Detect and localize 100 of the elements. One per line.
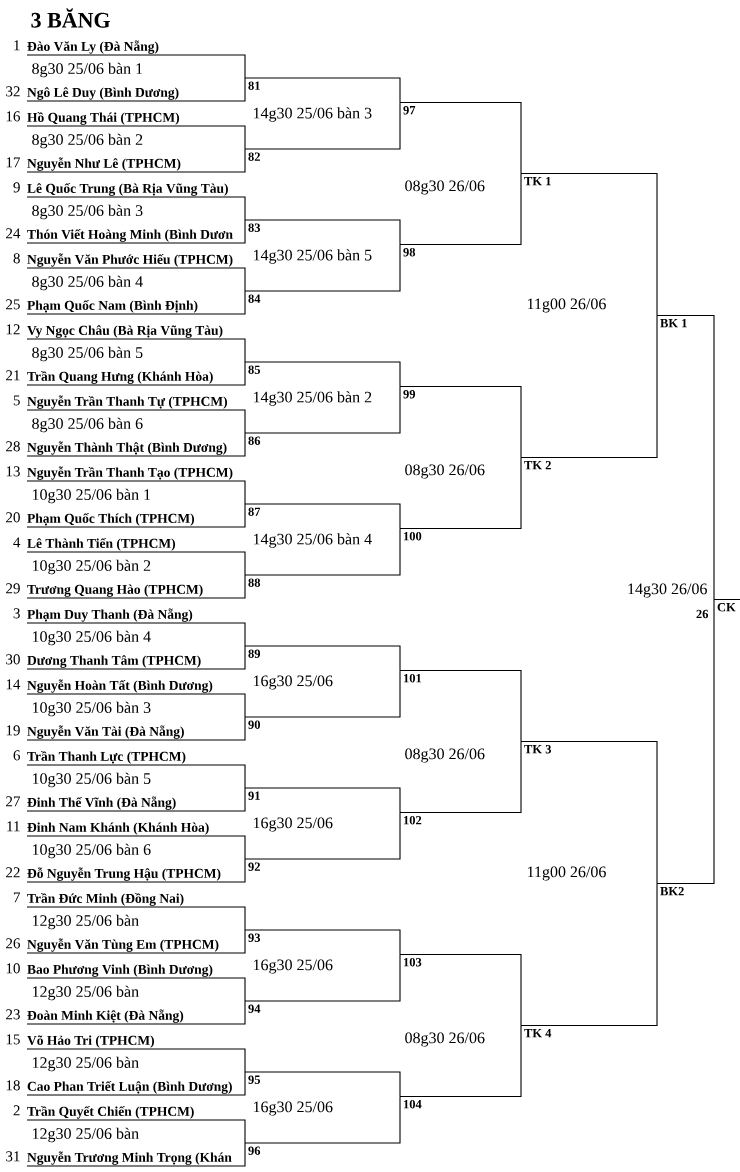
bracket-line — [399, 740, 522, 814]
match-schedule: 08g30 26/06 — [405, 180, 485, 195]
seed-number: 10 — [6, 963, 20, 974]
title: 3 BĂNG — [31, 8, 110, 28]
bracket-line — [26, 77, 246, 102]
match-schedule: 11g00 26/06 — [527, 866, 606, 881]
bracket-line — [656, 598, 715, 885]
bracket-line — [26, 1142, 246, 1167]
match-schedule: 14g30 25/06 bàn 3 — [253, 107, 372, 122]
bracket-line — [244, 669, 401, 718]
player-name: Võ Hảo Tri (TPHCM) — [27, 1035, 154, 1048]
bracket-line — [26, 148, 246, 173]
player-name: Lê Quốc Trung (Bà Rịa Vũng Tàu) — [27, 183, 228, 196]
match-number: 88 — [248, 578, 261, 587]
seed-number: 1 — [14, 40, 20, 51]
match-schedule: 8g30 25/06 bàn 1 — [32, 62, 143, 78]
match-schedule: 10g30 25/06 bàn 6 — [32, 843, 151, 859]
seed-number: 27 — [6, 796, 20, 807]
match-schedule: 08g30 26/06 — [405, 1032, 485, 1047]
player-name: Đào Văn Ly (Đà Nẵng) — [27, 40, 159, 54]
match-number: 99 — [403, 390, 416, 399]
seed-number: 2 — [13, 1105, 20, 1116]
bracket-line — [399, 953, 522, 1027]
player-name: Trần Quang Hưng (Khánh Hòa) — [27, 371, 213, 384]
bracket-line — [26, 125, 246, 150]
seed-number: 16 — [6, 111, 20, 122]
player-name: Đinh Nam Khánh (Khánh Hòa) — [27, 822, 209, 835]
match-schedule: 8g30 25/06 bàn 4 — [32, 275, 143, 291]
bracket-line — [26, 54, 246, 79]
seed-number: 30 — [6, 654, 20, 665]
player-name: Nguyễn Trần Thanh Tạo (TPHCM) — [27, 466, 233, 480]
seed-number: 21 — [6, 370, 20, 381]
bracket-line — [26, 645, 246, 670]
match-number: 98 — [403, 248, 416, 257]
match-number: BK 1 — [660, 319, 687, 328]
bracket-line — [244, 243, 401, 292]
seed-number: 29 — [6, 583, 20, 594]
bracket-line — [244, 77, 401, 104]
seed-number: 13 — [6, 466, 20, 477]
match-schedule: 08g30 26/06 — [405, 464, 485, 479]
player-name: Ngô Lê Duy (Bình Dương) — [27, 87, 179, 100]
bracket-line — [399, 1024, 522, 1098]
player-name: Nguyễn Trương Minh Trọng (Khán — [27, 1151, 232, 1165]
bracket-line — [26, 906, 246, 931]
match-number: 92 — [248, 862, 260, 871]
match-number: 83 — [248, 223, 261, 232]
match-schedule: 12g30 25/06 bàn — [32, 1127, 139, 1143]
match-number: 100 — [404, 532, 422, 541]
seed-number: 12 — [6, 324, 20, 335]
seed-number: 20 — [6, 512, 20, 523]
match-number: 94 — [248, 1004, 261, 1013]
seed-number: 19 — [6, 725, 20, 736]
seed-number: 23 — [6, 1009, 20, 1020]
bracket-line — [26, 480, 246, 505]
match-schedule: 8g30 25/06 bàn 6 — [32, 417, 143, 433]
match-number: 104 — [404, 1100, 422, 1109]
bracket-line — [26, 361, 246, 386]
bracket-line — [244, 527, 401, 576]
player-name: Nguyễn Trần Thanh Tự (TPHCM) — [27, 395, 227, 409]
match-number: CK — [717, 603, 736, 612]
seed-number: 14 — [6, 679, 21, 690]
player-name: Dương Thanh Tâm (TPHCM) — [27, 655, 201, 668]
match-number: 103 — [404, 958, 422, 967]
seed-number: 25 — [6, 299, 20, 310]
match-schedule: 16g30 25/06 — [253, 817, 333, 832]
seed-number: 6 — [13, 750, 20, 761]
player-name: Phạm Quốc Thích (TPHCM) — [27, 513, 195, 526]
match-number: 87 — [248, 507, 261, 516]
player-name: Bao Phương Vinh (Bình Dương) — [27, 964, 213, 977]
bracket-line — [656, 314, 715, 601]
bracket-line — [244, 1071, 401, 1098]
player-name: Vy Ngọc Châu (Bà Rịa Vũng Tàu) — [27, 325, 223, 338]
match-schedule: 16g30 25/06 — [253, 675, 333, 690]
match-number: TK 4 — [524, 1029, 552, 1038]
player-name: Thón Viết Hoàng Minh (Bình Dươn — [27, 229, 233, 242]
match-number: 97 — [403, 106, 416, 115]
match-schedule: 14g30 26/06 — [628, 583, 707, 598]
match-schedule: 16g30 25/06 — [253, 1101, 333, 1116]
match-number: TK 1 — [524, 177, 551, 186]
player-name: Lê Thành Tiến (TPHCM) — [27, 538, 176, 551]
player-name: Trần Đức Minh (Đồng Nai) — [27, 893, 184, 906]
player-name: Trương Quang Hào (TPHCM) — [27, 584, 203, 597]
player-name: Nguyễn Văn Tài (Đà Nẵng) — [27, 725, 184, 739]
bracket-line — [26, 716, 246, 741]
bracket-line — [26, 1000, 246, 1025]
player-name: Đinh Thế Vĩnh (Đà Nẵng) — [27, 796, 176, 810]
bracket-line — [26, 622, 246, 647]
match-number: BK2 — [660, 887, 684, 896]
bracket-line — [244, 929, 401, 956]
bracket-line — [520, 740, 658, 885]
seed-number: 26 — [6, 938, 20, 949]
match-schedule: 10g30 25/06 bàn 1 — [32, 488, 151, 504]
bracket-line — [244, 953, 401, 1002]
bracket-line — [26, 219, 246, 244]
bracket-line — [26, 409, 246, 434]
player-name: Đoàn Minh Kiệt (Đà Nẵng) — [27, 1009, 184, 1023]
seed-number: 9 — [13, 182, 20, 193]
bracket-line — [26, 1119, 246, 1144]
bracket-line — [520, 314, 658, 459]
bracket-line — [399, 456, 522, 530]
